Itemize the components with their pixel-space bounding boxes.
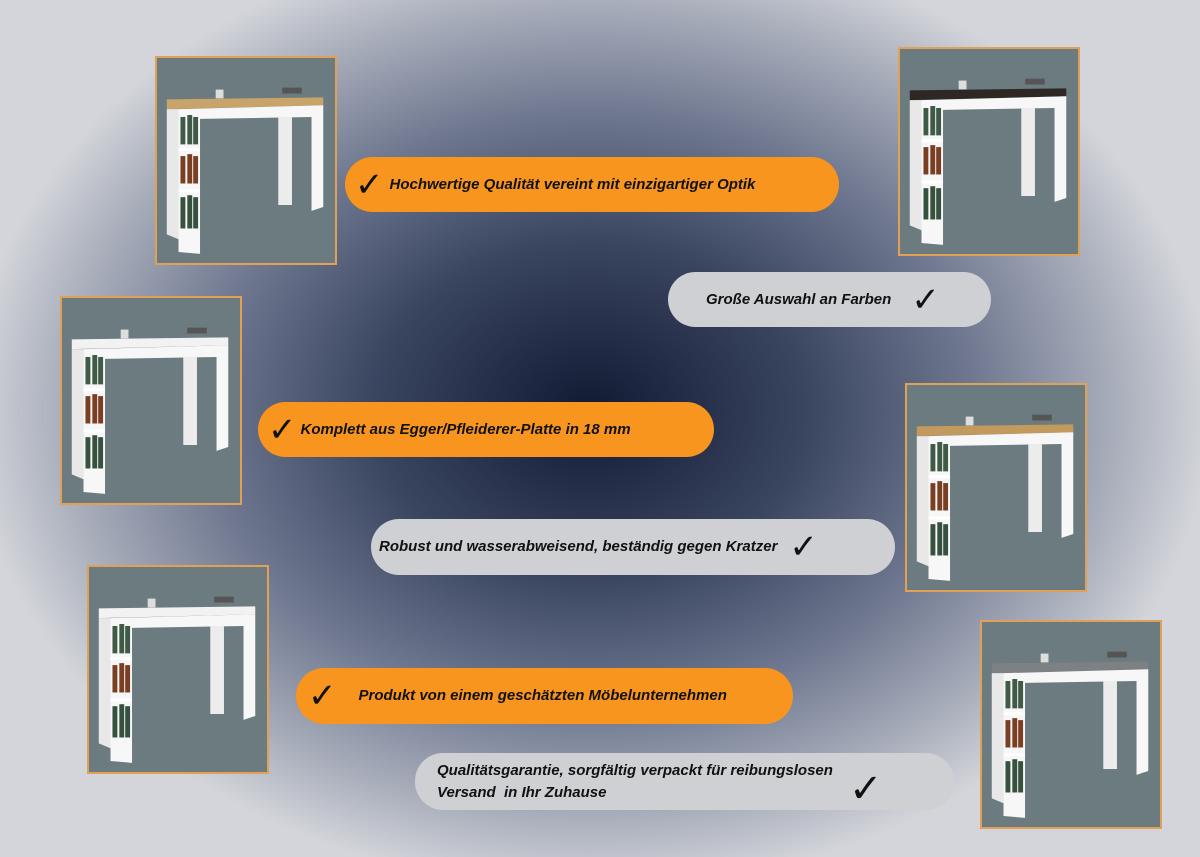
feature-pill-material: ✓ Komplett aus Egger/Pfleiderer-Platte i… <box>258 402 714 457</box>
frame-product-1 <box>155 56 337 265</box>
bar-table-image <box>98 596 256 763</box>
feature-text: Qualitätsgarantie, sorgfältig verpackt f… <box>437 760 833 804</box>
feature-text: Produkt von einem geschätzten Möbelunter… <box>358 687 727 704</box>
frame-product-5 <box>87 565 269 774</box>
check-icon: ✓ <box>268 410 297 449</box>
feature-text: Große Auswahl an Farben <box>706 290 892 308</box>
frame-product-2 <box>898 47 1080 256</box>
check-icon: ✓ <box>355 165 384 204</box>
check-icon: ✓ <box>911 280 940 319</box>
check-icon: ✓ <box>848 766 883 811</box>
feature-text-line-1: Qualitätsgarantie, sorgfältig verpackt f… <box>437 761 833 779</box>
feature-text: Komplett aus Egger/Pfleiderer-Platte in … <box>300 420 631 438</box>
feature-pill-manufacturer: ✓ Produkt von einem geschätzten Möbelunt… <box>296 668 793 724</box>
frame-product-4 <box>905 383 1087 592</box>
bar-table-image <box>916 414 1074 581</box>
feature-pill-robust: Robust und wasserabweisend, beständig ge… <box>371 519 895 575</box>
feature-pill-quality: ✓ Hochwertige Qualität vereint mit einzi… <box>345 157 839 212</box>
feature-text-line-2: Versand in Ihr Zuhause <box>437 783 607 801</box>
bar-table-image <box>991 651 1149 818</box>
feature-pill-guarantee: Qualitätsgarantie, sorgfältig verpackt f… <box>415 753 954 810</box>
feature-text: Hochwertige Qualität vereint mit einziga… <box>389 175 756 193</box>
bar-table-image <box>71 327 229 494</box>
feature-text: Robust und wasserabweisend, beständig ge… <box>379 538 778 555</box>
bar-table-image <box>909 78 1067 245</box>
check-icon: ✓ <box>789 528 818 566</box>
bar-table-image <box>166 87 324 254</box>
frame-product-3 <box>60 296 242 505</box>
feature-pill-colors: Große Auswahl an Farben ✓ <box>668 272 991 327</box>
frame-product-6 <box>980 620 1162 829</box>
check-icon: ✓ <box>308 677 337 715</box>
